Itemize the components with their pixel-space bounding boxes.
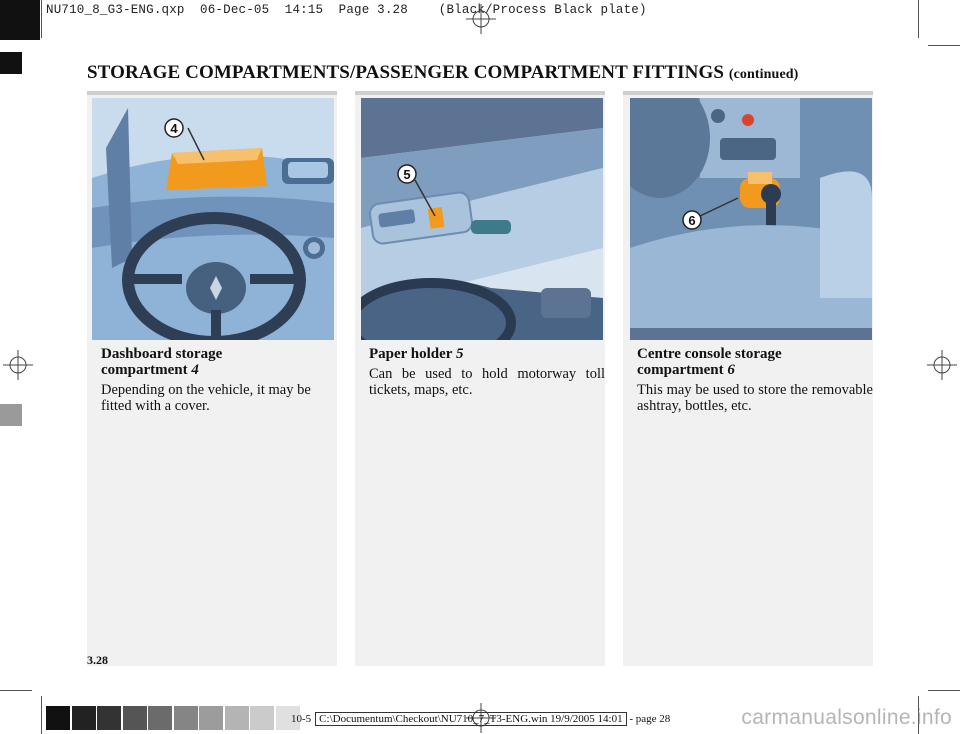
color-swatch (275, 706, 300, 730)
registration-crosshair-icon (466, 703, 496, 733)
registration-crosshair-icon (3, 350, 33, 380)
crop-mark (928, 45, 960, 46)
footer-suffix: - page 28 (629, 713, 671, 725)
crop-mark (918, 696, 919, 734)
paper-holder-section: Paper holder 5 Can be used to hold motor… (369, 346, 605, 398)
crop-mark (41, 0, 42, 38)
section-title: Paper holder 5 (369, 346, 464, 362)
footer-prefix: 10-5 (291, 713, 312, 725)
footer-path: C:\Documentum\Checkout\NU710_7_T3-ENG.wi… (315, 712, 627, 726)
paper-holder-illustration: 5 (361, 98, 603, 340)
color-swatch (71, 706, 96, 730)
color-swatch (199, 706, 223, 730)
color-swatch (250, 706, 274, 730)
reference-number: 4 (191, 362, 199, 378)
heading-continued: (continued) (728, 67, 799, 82)
section-body: Depending on the vehicle, it may be fitt… (101, 382, 311, 414)
color-swatch (173, 706, 198, 730)
print-slug: NU710_8_G3-ENG.qxp 06-Dec-05 14:15 Page … (46, 3, 647, 17)
section-title: Centre console storage compartment 6 (637, 346, 782, 378)
page-number: 3.28 (87, 653, 108, 667)
registration-square (0, 0, 40, 40)
watermark: carmanualsonline.info (741, 706, 952, 729)
registration-crosshair-icon (466, 4, 496, 34)
reference-number: 6 (727, 362, 735, 378)
centre-console-section: Centre console storage compartment 6 Thi… (637, 346, 873, 414)
crop-mark (918, 0, 919, 38)
callout-label: 6 (688, 213, 695, 228)
section-body: This may be used to store the removable … (637, 382, 873, 414)
color-swatch (224, 706, 249, 730)
registration-crosshair-icon (927, 350, 957, 380)
centre-console-illustration: 6 (630, 98, 872, 340)
color-swatch (97, 706, 121, 730)
reference-number: 5 (455, 346, 464, 362)
section-title: Dashboard storage compartment 4 (101, 346, 223, 378)
registration-square (0, 52, 22, 74)
color-swatch (148, 706, 172, 730)
heading-main: STORAGE COMPARTMENTS/PASSENGER COMPARTME… (87, 62, 724, 83)
registration-square (0, 404, 22, 426)
section-body: Can be used to hold motorway toll ticket… (369, 366, 605, 398)
crop-mark (0, 690, 32, 691)
dashboard-storage-illustration: 4 (92, 98, 334, 340)
dashboard-storage-section: Dashboard storage compartment 4 Dependin… (101, 346, 337, 414)
callout-label: 5 (403, 167, 410, 182)
callout-label: 4 (170, 121, 178, 136)
color-swatch (122, 706, 147, 730)
color-calibration-bar (46, 706, 301, 730)
crop-mark (928, 690, 960, 691)
crop-mark (41, 696, 42, 734)
color-swatch (46, 706, 70, 730)
section-heading: STORAGE COMPARTMENTS/PASSENGER COMPARTME… (87, 62, 798, 84)
